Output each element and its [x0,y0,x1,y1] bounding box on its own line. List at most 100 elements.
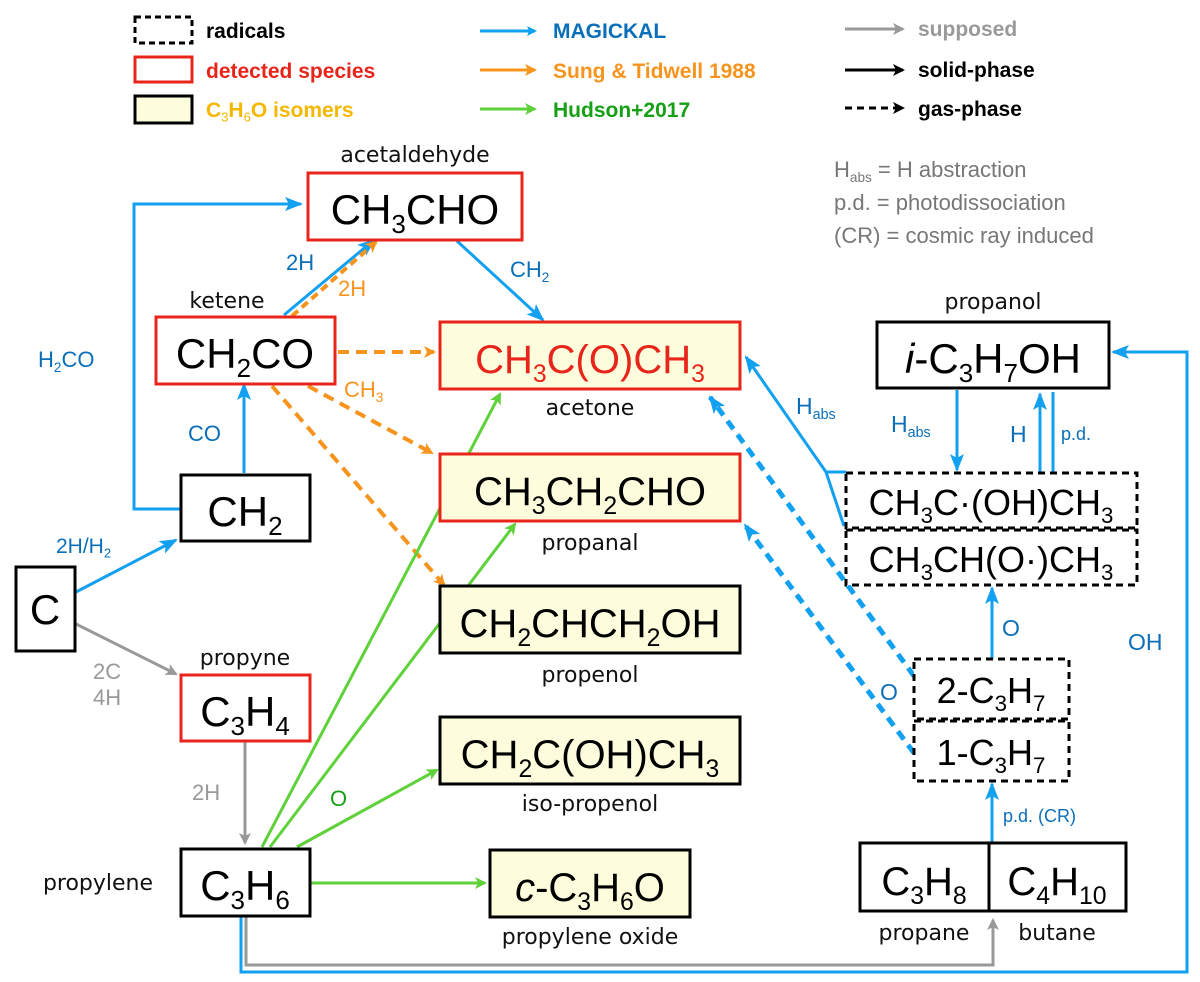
subscript: 3 [691,361,705,388]
formula-segment: O isomers [251,99,354,122]
formula-segment: 2C [93,659,121,684]
subscript: abs [908,425,931,441]
formula-segment: 2-C [937,670,995,711]
node-alkoxy-radical-box[interactable] [844,528,1139,587]
node-propylene-box[interactable] [179,847,312,918]
label-2h-orange: 2H [338,276,366,301]
note-habs: Habs = H abstraction [834,157,1027,185]
formula-segment: OH [660,602,720,646]
formula-segment: CH [461,733,519,777]
label-o-blue-2: O [880,679,898,705]
node-propyne-formula: C3H4 [200,688,290,741]
node-hydroxy-radical-box[interactable] [844,471,1139,530]
legend-hudson-label: Hudson+2017 [553,99,690,122]
node-isopropenol-name: iso-propenol [522,792,658,817]
arrow-ketene-to-propenol [270,384,446,587]
formula-segment: C [200,688,230,735]
formula-segment: CHO [617,470,706,514]
node-ch2-formula: CH2 [207,488,282,541]
reaction-arrows: H2CO 2H 2H CH2 CO 2H/H2 CH3 2C 4H 2H [38,197,1189,974]
formula-segment: 4H [93,685,121,710]
formula-segment: CH [207,488,268,535]
node-isopropenol-box[interactable] [438,715,742,786]
formula-segment: i [905,335,916,382]
node-propylene-oxide-name: propylene oxide [502,925,679,950]
node-propylene-formula: C3H6 [200,862,290,915]
formula-segment: CHCH [531,602,647,646]
subscript: 3 [533,361,547,388]
label-h: H [1010,421,1027,447]
node-propane-formula: C3H8 [881,860,966,910]
formula-segment: (CR) = cosmic ray induced [834,223,1094,248]
node-propylene-oxide-box[interactable] [488,848,692,919]
formula-segment: 2H [338,276,366,301]
node-c-formula: C [30,586,60,633]
subscript: 4 [275,711,289,741]
formula-segment: -C [914,335,958,382]
legend-magickal-label: MAGICKAL [553,20,666,43]
arrow-acetaldehyde-to-acetone [455,239,545,322]
node-2-propyl-box[interactable] [912,657,1071,721]
label-4h: 4H [93,685,121,710]
formula-segment: H [796,393,813,419]
subscript: 3 [706,756,720,783]
label-2h-blue: 2H [286,250,314,275]
node-1-propyl-formula: 1-C3H7 [937,732,1046,778]
formula-segment: CH [474,470,532,514]
formula-segment: 1-C [937,732,995,773]
formula-segment: C(OH)CH [532,733,705,777]
node-propenol-box[interactable] [438,584,742,655]
node-ketene-box[interactable] [154,315,337,386]
label-2h-h2: 2H/H2 [56,535,111,561]
formula-segment: O [1002,615,1020,641]
node-propane-box[interactable] [858,841,991,913]
formula-segment: CH [510,257,542,282]
formula-segment: CH [176,330,237,377]
label-pd: p.d. [1061,424,1091,444]
node-propanal-box[interactable] [438,452,742,523]
formula-segment: C [200,862,230,909]
subscript: 2 [268,511,282,541]
subscript: 3 [1101,503,1113,528]
arrow-propylene-to-propanal [268,522,517,848]
node-propyne-box[interactable] [179,673,312,743]
formula-segment: C [206,99,221,122]
node-butane-box[interactable] [987,841,1128,913]
node-propanol-box[interactable] [875,320,1111,390]
node-c-box[interactable] [14,565,77,653]
label-pd-cr: p.d. (CR) [1003,806,1076,826]
subscript: 3 [921,503,933,528]
legend-solid-label: solid-phase [918,59,1035,82]
node-acetone-formula: CH3C(O)CH3 [475,338,705,388]
subscript: abs [813,407,836,423]
node-propane-name: propane [879,921,970,946]
node-ch2-box[interactable] [179,473,312,543]
arrow-ketene-to-acetaldehyde-sung [290,240,378,318]
label-2h-gray: 2H [192,780,220,805]
formula-segment: OH [1128,629,1163,655]
species-nodes: CH3CHO acetaldehyde CH2CO ketene CH2 C C… [14,143,1139,950]
node-acetone-box[interactable] [438,320,742,391]
formula-segment: CH [869,482,921,523]
subscript: 3 [995,753,1007,778]
legend-sung-label: Sung & Tidwell 1988 [553,60,756,83]
subscript: 2 [517,625,531,652]
node-alkoxy-radical-formula: CH3CH(O·)CH3 [869,539,1114,585]
subscript: 2 [104,546,111,561]
formula-segment: O [330,786,347,811]
formula-segment: 2H [286,250,314,275]
formula-segment: H [1010,421,1027,447]
node-acetaldehyde-box[interactable] [306,171,524,242]
formula-segment: CHO [406,186,499,233]
legend-isomers-swatch [133,94,194,125]
arrow-propylene-to-propane [244,917,999,967]
legend: radicals detected species C3H6O isomers … [133,15,1094,248]
node-propylene-oxide-formula: c-C3H6O [515,866,665,916]
label-2c: 2C [93,659,121,684]
arrow-c-to-ch2 [75,538,178,594]
node-propanol-name: propanol [945,290,1042,315]
node-1-propyl-box[interactable] [912,719,1071,783]
formula-segment: O [880,679,898,705]
subscript: 3 [376,390,384,405]
formula-segment: 2H [192,780,220,805]
